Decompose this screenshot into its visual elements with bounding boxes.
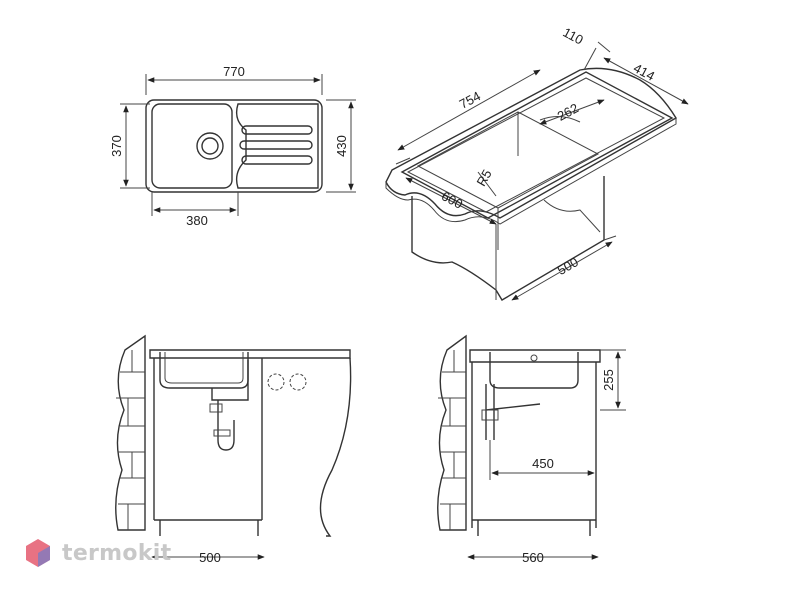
wall-right xyxy=(437,334,467,531)
dim-label-380: 380 xyxy=(186,213,208,228)
dim-line-754 xyxy=(397,69,541,151)
dim-label-110: 110 xyxy=(560,25,585,48)
bowl-outline xyxy=(151,103,233,189)
watermark-brand: termokit xyxy=(62,541,172,566)
side-siphon xyxy=(485,384,541,440)
side-counter xyxy=(469,349,601,363)
dim-label-600: 600 xyxy=(439,188,465,211)
iso-view: 754 110 414 262 R5 600 500 xyxy=(385,25,689,301)
dim-label-770: 770 xyxy=(223,64,245,79)
dim-label-560: 560 xyxy=(522,550,544,565)
overflow-circle-1 xyxy=(267,373,285,391)
dim-line-414 xyxy=(603,57,689,105)
drain-groove-1 xyxy=(241,125,313,135)
dim-label-370: 370 xyxy=(109,135,124,157)
drain-outer xyxy=(196,132,224,160)
counter-top xyxy=(149,349,351,359)
dim-line-600 xyxy=(405,177,497,225)
dim-label-255: 255 xyxy=(601,369,616,391)
overflow-circle-2 xyxy=(289,373,307,391)
drain-groove-2 xyxy=(239,140,313,150)
sink-outline xyxy=(145,99,323,193)
iso-cabinet xyxy=(411,176,605,301)
dim-line-262 xyxy=(539,99,605,125)
wall-left xyxy=(115,334,146,531)
dim-line-500-iso xyxy=(511,241,613,301)
siphon xyxy=(211,360,249,451)
drain-inner xyxy=(201,137,219,155)
dim-label-414: 414 xyxy=(631,60,657,83)
drain-groove-3 xyxy=(241,155,313,165)
dim-label-754: 754 xyxy=(457,88,483,111)
termokit-logo-icon xyxy=(26,539,50,567)
side-view: 255 450 560 xyxy=(437,334,626,565)
dim-label-500-iso: 500 xyxy=(555,254,581,278)
drainboard-outline xyxy=(235,103,319,189)
dim-label-430: 430 xyxy=(334,135,349,157)
dim-label-r5: R5 xyxy=(473,167,494,189)
side-bowl xyxy=(489,352,579,389)
dim-label-450: 450 xyxy=(532,456,554,471)
countertop-slab xyxy=(385,67,677,219)
dim-label-500-front: 500 xyxy=(199,550,221,565)
front-view: 500 xyxy=(115,334,352,565)
top-view: 770 430 370 380 xyxy=(109,64,356,228)
cabinet-right-curve xyxy=(319,357,352,537)
